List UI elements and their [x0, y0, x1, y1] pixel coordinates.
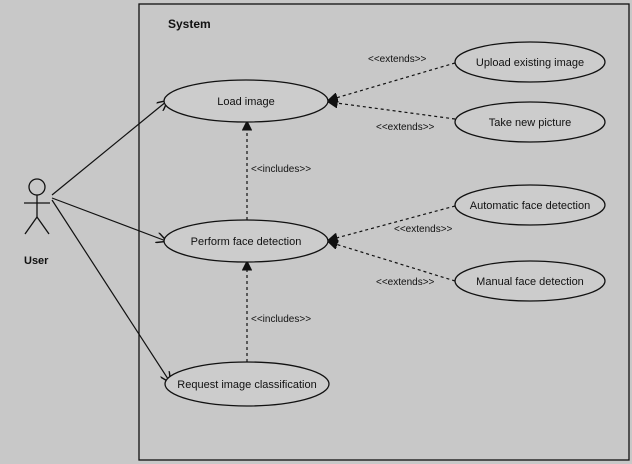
extends-manual-line [329, 242, 456, 282]
label-extends-take: <<extends>> [376, 122, 435, 133]
system-title: System [168, 17, 211, 31]
system-boundary [138, 3, 630, 461]
use-case-label-load-image: Load image [217, 96, 275, 108]
user-actor [24, 178, 50, 235]
use-case-label-upload-existing: Upload existing image [476, 57, 584, 69]
use-case-label-manual-face-detection: Manual face detection [476, 276, 584, 288]
actor-head [28, 178, 46, 196]
use-case-label-take-new-picture: Take new picture [489, 117, 572, 129]
use-case-upload-existing [454, 41, 606, 83]
association-face-detection [51, 197, 166, 241]
use-case-automatic-face-detection [454, 184, 606, 226]
actor-right-leg [36, 216, 50, 235]
use-case-take-new-picture [454, 101, 606, 143]
label-includes-load: <<includes>> [251, 164, 311, 175]
extends-take-line [329, 102, 456, 120]
actor-left-leg [24, 216, 38, 235]
use-case-request-classification [164, 361, 330, 407]
use-case-label-request-classification: Request image classification [177, 379, 316, 391]
actor-label: User [24, 255, 49, 267]
association-load-image [51, 101, 167, 196]
extends-upload-line [329, 62, 456, 100]
use-case-perform-face-detection [163, 219, 329, 263]
use-case-load-image [163, 79, 329, 123]
extends-automatic-line [329, 205, 456, 240]
use-case-label-perform-face-detection: Perform face detection [191, 236, 302, 248]
use-case-label-automatic-face-detection: Automatic face detection [470, 200, 590, 212]
association-request-classification [51, 199, 170, 382]
use-case-manual-face-detection [454, 260, 606, 302]
label-extends-automatic: <<extends>> [394, 224, 453, 235]
label-extends-upload: <<extends>> [368, 54, 427, 65]
label-extends-manual: <<extends>> [376, 277, 435, 288]
label-includes-detection: <<includes>> [251, 314, 311, 325]
